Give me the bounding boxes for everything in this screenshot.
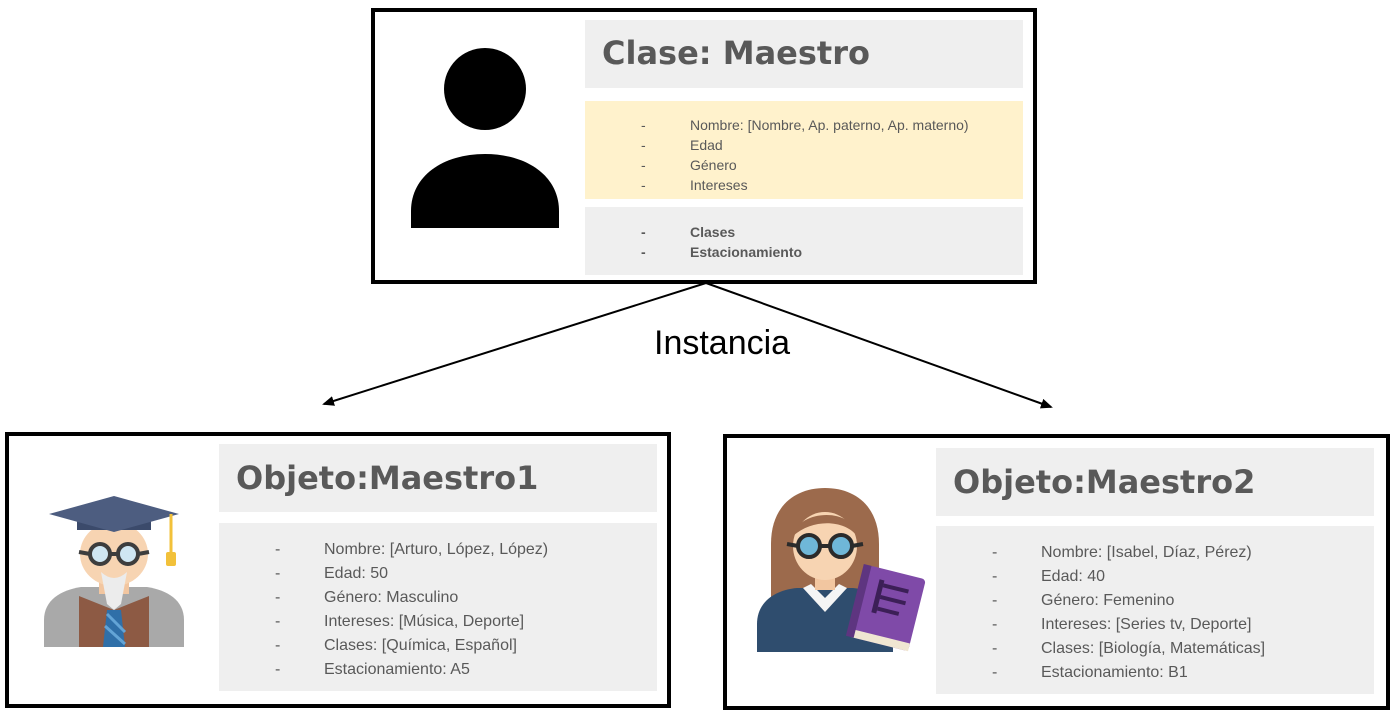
field-text: Nombre: [Arturo, López, López) <box>324 541 549 558</box>
bullet-dash: - <box>275 661 281 678</box>
person-silhouette-icon <box>411 48 559 228</box>
bullet-dash: - <box>641 117 646 133</box>
bullet-dash: - <box>275 637 281 654</box>
bullet-dash: - <box>641 224 646 240</box>
instancia-label: Instancia <box>654 324 791 362</box>
field-text: Clases: [Química, Español] <box>324 637 517 654</box>
bullet-dash: - <box>275 541 281 558</box>
bullet-dash: - <box>992 544 998 561</box>
bullet-dash: - <box>275 589 281 606</box>
bullet-dash: - <box>992 592 998 609</box>
field-text: Clases: [Biología, Matemáticas] <box>1041 640 1266 657</box>
class-card: Clase: Maestro - Nombre: [Nombre, Ap. pa… <box>371 8 1037 284</box>
field-text: Estacionamiento: B1 <box>1041 664 1188 681</box>
object-card-maestro2: Objeto:Maestro2 - Nombre: [Isabel, Díaz,… <box>723 434 1390 710</box>
bullet-dash: - <box>275 565 281 582</box>
bullet-dash: - <box>992 664 998 681</box>
field-text: Edad: 50 <box>324 565 389 582</box>
field-text: Género: Masculino <box>324 589 459 606</box>
class-title-text: Clase: Maestro <box>602 34 870 72</box>
object-card-maestro1: Objeto:Maestro1 - Nombre: [Arturo, López… <box>5 432 671 708</box>
class-methods: - Clases - Estacionamiento <box>585 207 1023 275</box>
arrow-to-maestro2 <box>705 282 1053 409</box>
bullet-dash: - <box>992 640 998 657</box>
bullet-dash: - <box>641 177 646 193</box>
field-text: Género <box>690 157 737 173</box>
bullet-dash: - <box>641 157 646 173</box>
bullet-dash: - <box>641 244 646 260</box>
field-text: Nombre: [Nombre, Ap. paterno, Ap. matern… <box>690 117 969 133</box>
field-text: Intereses <box>690 177 748 193</box>
field-text: Nombre: [Isabel, Díaz, Pérez) <box>1041 544 1252 561</box>
field-text: Estacionamiento <box>690 244 803 260</box>
bullet-dash: - <box>275 613 281 630</box>
field-text: Edad <box>690 137 723 153</box>
field-text: Intereses: [Series tv, Deporte] <box>1041 616 1252 633</box>
male-professor-icon <box>44 496 184 647</box>
field-text: Género: Femenino <box>1041 592 1175 609</box>
object2-fields: - Nombre: [Isabel, Díaz, Pérez) - Edad: … <box>936 526 1374 694</box>
female-teacher-icon <box>757 488 926 652</box>
object1-title: Objeto:Maestro1 <box>219 444 657 512</box>
bullet-dash: - <box>992 568 998 585</box>
field-text: Clases <box>690 224 736 240</box>
class-title: Clase: Maestro <box>585 20 1023 88</box>
field-text: Edad: 40 <box>1041 568 1106 585</box>
object1-title-text: Objeto:Maestro1 <box>236 459 539 497</box>
object1-fields: - Nombre: [Arturo, López, López) - Edad:… <box>219 523 657 691</box>
class-attributes: - Nombre: [Nombre, Ap. paterno, Ap. mate… <box>585 101 1023 199</box>
field-text: Estacionamiento: A5 <box>324 661 470 678</box>
object2-title: Objeto:Maestro2 <box>936 448 1374 516</box>
field-text: Intereses: [Música, Deporte] <box>324 613 525 630</box>
object2-title-text: Objeto:Maestro2 <box>953 463 1256 501</box>
bullet-dash: - <box>641 137 646 153</box>
arrow-to-maestro1 <box>322 282 707 406</box>
bullet-dash: - <box>992 616 998 633</box>
